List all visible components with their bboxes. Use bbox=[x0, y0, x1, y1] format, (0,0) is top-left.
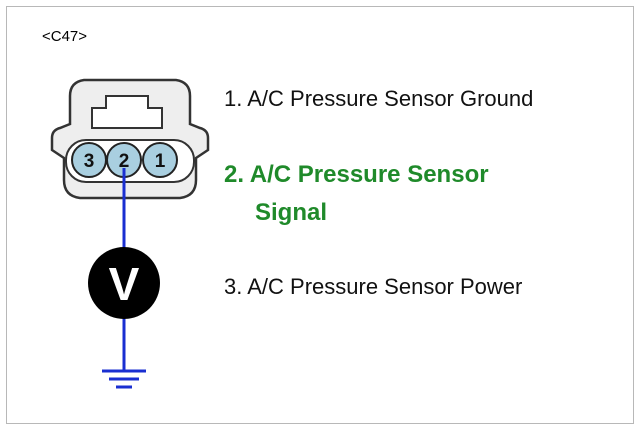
diagram-frame bbox=[6, 6, 634, 424]
pin-2-description: 2. A/C Pressure Sensor Signal bbox=[224, 156, 489, 232]
ground-icon bbox=[102, 369, 146, 389]
pin-1-number: 1 bbox=[155, 151, 166, 172]
pin-1-description: 1. A/C Pressure Sensor Ground bbox=[224, 86, 534, 111]
pin-3: 3 bbox=[71, 142, 107, 178]
pin-2-description-line1: 2. A/C Pressure Sensor bbox=[224, 161, 489, 188]
pin-3-description: 3. A/C Pressure Sensor Power bbox=[224, 274, 523, 299]
connector-housing bbox=[50, 78, 210, 200]
voltmeter-icon: V bbox=[88, 247, 160, 319]
pin-1: 1 bbox=[142, 142, 178, 178]
pin-2-number: 2 bbox=[119, 151, 130, 172]
connector-id-label: <C47> bbox=[42, 28, 88, 45]
pin-2-description-line2: Signal bbox=[255, 199, 328, 226]
pin-3-number: 3 bbox=[84, 151, 95, 172]
voltmeter-symbol: V bbox=[109, 258, 140, 310]
